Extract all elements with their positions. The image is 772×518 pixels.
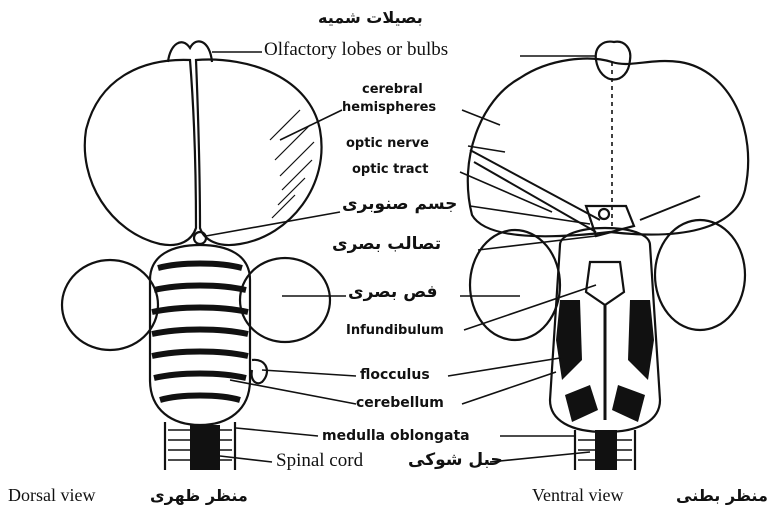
leader-medulla-left	[236, 428, 318, 436]
ventral-right-optic-lobe	[655, 220, 745, 330]
ventral-spinal-cord	[595, 430, 617, 470]
footer-dorsal-view: Dorsal view	[8, 486, 95, 504]
label-medulla-oblongata: medulla oblongata	[322, 429, 470, 443]
leader-cerebellum-right	[462, 372, 556, 404]
label-cerebellum: cerebellum	[356, 396, 444, 410]
label-pineal-body: جسم صنوبری	[342, 196, 457, 213]
leader-flocculus-right	[448, 358, 560, 376]
label-olfactory-lobes: Olfactory lobes or bulbs	[264, 40, 448, 59]
leader-pineal-right	[470, 206, 590, 224]
footer-ventral-view-fa: منظر بطنی	[676, 488, 768, 504]
ventral-view-drawing	[468, 42, 748, 470]
label-optic-lobe: فص بصری	[348, 284, 438, 301]
label-optic-tract: optic tract	[352, 163, 428, 176]
dorsal-right-hemisphere	[196, 60, 322, 246]
label-infundibulum: Infundibulum	[346, 324, 444, 337]
ventral-optic-chiasma-center	[599, 209, 609, 219]
dorsal-left-hemisphere	[85, 60, 196, 245]
footer-dorsal-view-fa: منظر ظهری	[150, 488, 248, 504]
label-optic-nerve: optic nerve	[346, 137, 429, 150]
label-optic-chiasma: تصالب بصری	[332, 236, 441, 253]
footer-ventral-view: Ventral view	[532, 486, 623, 504]
label-cerebral: cerebral	[362, 83, 423, 96]
dorsal-left-optic-lobe	[62, 260, 158, 350]
label-spinal-cord-fa: حبل شوکی	[408, 452, 503, 469]
leader-flocculus-left	[262, 370, 356, 376]
label-spinal-cord: Spinal cord	[276, 451, 363, 470]
dorsal-right-optic-lobe	[240, 258, 330, 342]
ventral-infundibulum	[586, 262, 624, 305]
dorsal-pineal-body	[194, 232, 206, 244]
label-flocculus: flocculus	[360, 368, 430, 382]
label-hemispheres: hemispheres	[342, 101, 436, 114]
dorsal-spinal-cord	[190, 425, 220, 470]
persian-title: بصیلات شمیه	[318, 10, 423, 26]
leader-spinal-left	[220, 456, 272, 462]
dorsal-view-drawing	[62, 41, 330, 470]
leader-cerebral-left	[280, 110, 342, 140]
dorsal-flocculus	[252, 360, 267, 383]
dorsal-cerebellum-folds	[152, 264, 248, 401]
